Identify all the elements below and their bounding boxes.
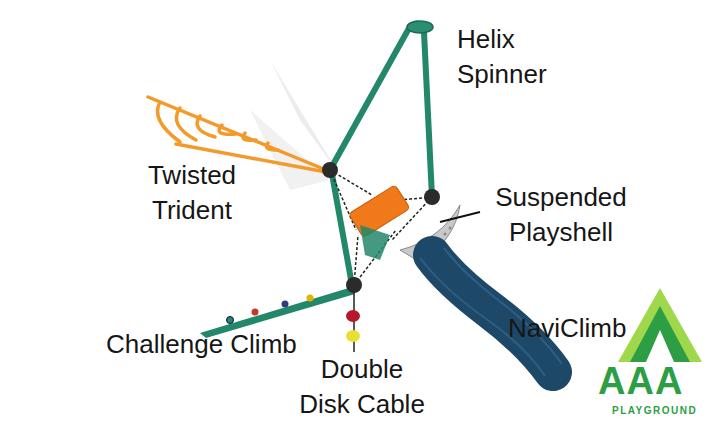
part-label: Twisted Trident	[122, 158, 262, 227]
part-label: Double Disk Cable	[292, 352, 432, 421]
logo-mark	[618, 288, 702, 362]
disk	[346, 310, 360, 322]
part-label: Challenge Climb	[106, 327, 326, 362]
part-label: Suspended Playshell	[486, 180, 636, 249]
seat	[349, 185, 410, 238]
disk	[346, 330, 360, 342]
spinner-disc	[407, 21, 433, 33]
logo-text: PLAYGROUND	[612, 404, 712, 417]
part-label: NaviClimb	[508, 311, 638, 346]
part-label: Helix Spinner	[457, 22, 557, 91]
seat-back	[360, 225, 390, 260]
cable	[353, 292, 355, 352]
logo-text: AAA	[598, 362, 708, 400]
chains	[330, 170, 432, 285]
ground-shadow	[250, 60, 340, 190]
connector-balls	[322, 162, 440, 293]
leader-line	[440, 212, 480, 222]
slide-ridge	[444, 248, 562, 364]
